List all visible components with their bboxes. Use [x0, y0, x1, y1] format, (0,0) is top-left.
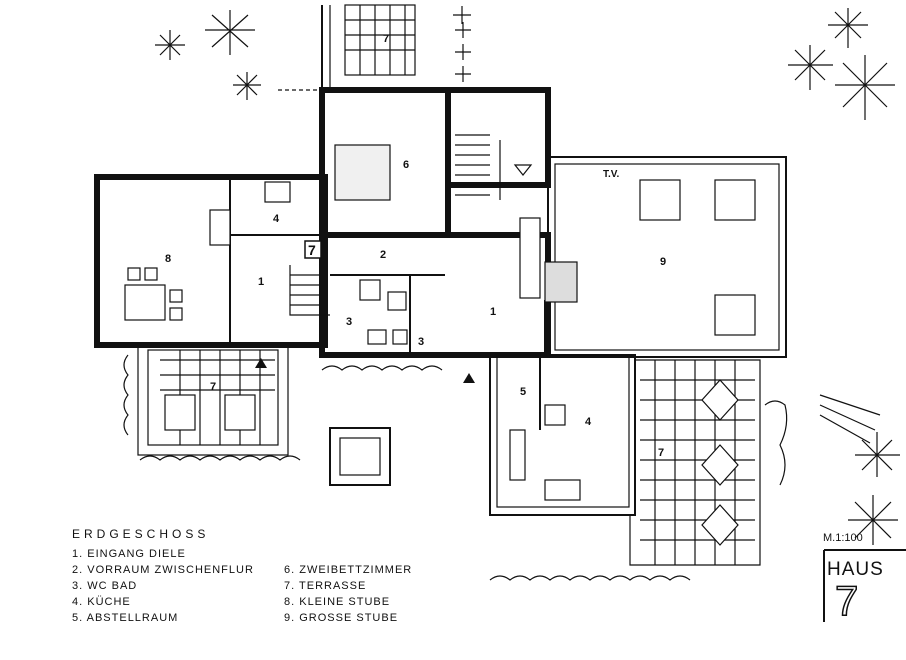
- planter-inner: [339, 437, 381, 476]
- room-5-label: 5: [520, 386, 526, 398]
- planter-square: [329, 427, 391, 486]
- room-1-label: 1: [490, 306, 496, 318]
- legend-item: 7. TERRASSE: [284, 580, 367, 592]
- legend-column-1: 1. EINGANG DIELE 2. VORRAUM ZWISCHENFLUR…: [72, 546, 254, 626]
- legend-item: 9. GROSSE STUBE: [284, 612, 399, 624]
- room-2-label: 2: [380, 249, 386, 261]
- room-6-label: 6: [403, 159, 409, 171]
- room-4-label: 4: [585, 416, 592, 428]
- legend-item: 2. VORRAUM ZWISCHENFLUR: [72, 564, 254, 576]
- legend-item: 8. KLEINE STUBE: [284, 596, 391, 608]
- staircase: [289, 134, 533, 316]
- legend-column-2: 6. ZWEIBETTZIMMER 7. TERRASSE 8. KLEINE …: [284, 562, 412, 626]
- legend-item: 5. ABSTELLRAUM: [72, 612, 179, 624]
- tv-label: T.V.: [603, 169, 620, 180]
- room-9-label: 9: [660, 256, 666, 268]
- room-3-label: 3: [346, 316, 352, 328]
- room-8-label: 8: [165, 253, 171, 265]
- legend-item: 6. ZWEIBETTZIMMER: [284, 564, 413, 576]
- hedges: [123, 354, 881, 581]
- title-block-frame: [823, 549, 906, 622]
- scale-label: M.1:100: [823, 532, 863, 544]
- room-7-label: 7: [308, 242, 316, 258]
- house-label: HAUS: [827, 559, 884, 580]
- legend-item: 4. KÜCHE: [72, 596, 131, 608]
- room-3-label: 3: [418, 336, 424, 348]
- furniture: [124, 144, 756, 501]
- house-number: 7: [835, 577, 858, 624]
- terrace-left: [137, 344, 289, 456]
- entrance-marker: [255, 358, 267, 368]
- room-labels: 1 1 2 3 3 4 4 5 6 7 7 7 7 8 9 T.V.: [165, 33, 666, 459]
- room-7-label: 7: [383, 33, 389, 45]
- legend-item: 1. EINGANG DIELE: [72, 548, 186, 560]
- terrace-right: [629, 359, 761, 566]
- legend-item: 3. WC BAD: [72, 580, 138, 592]
- entrance-marker: [463, 373, 475, 383]
- room-7-label: 7: [210, 381, 216, 393]
- walls: [94, 87, 787, 516]
- tree-symbols: [155, 6, 900, 545]
- room-7-label: 7: [658, 447, 664, 459]
- legend-title: ERDGESCHOSS: [72, 527, 210, 541]
- room-1-label: 1: [258, 276, 264, 288]
- terrace-top: [321, 4, 416, 88]
- room-4-label: 4: [273, 213, 280, 225]
